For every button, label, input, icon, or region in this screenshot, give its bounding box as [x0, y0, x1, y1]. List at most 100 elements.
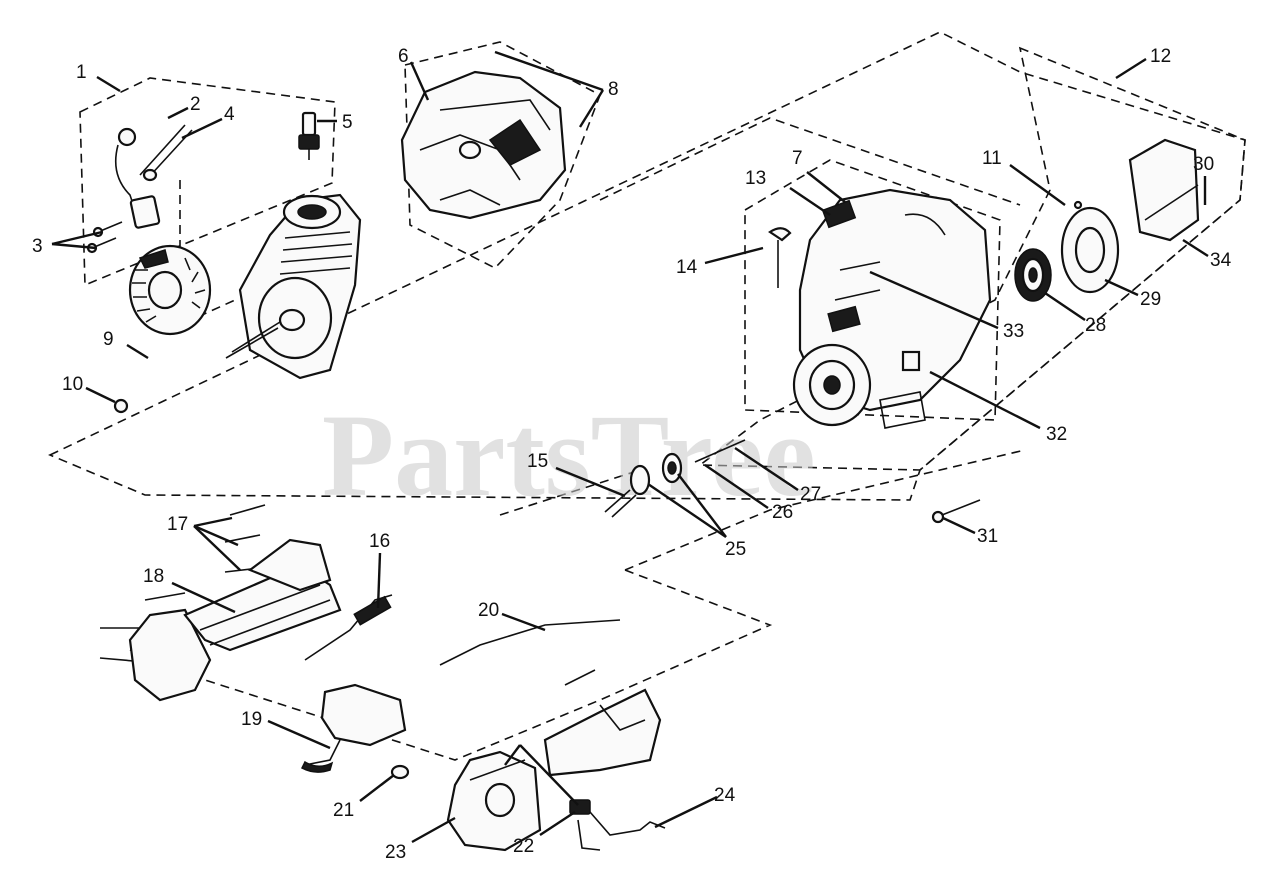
leader-16 [376, 552, 382, 609]
leader-33 [869, 270, 999, 330]
engine-shroud-part [400, 70, 567, 220]
callout-16: 16 [369, 531, 390, 552]
callout-32: 32 [1046, 424, 1067, 445]
callout-labels: 1 2 3 4 5 6 7 8 9 10 11 12 13 14 15 16 1… [32, 46, 1232, 863]
trigger-housing-part [301, 683, 407, 773]
callout-25: 25 [725, 539, 746, 560]
leader-13 [789, 187, 831, 216]
shroud-group-outline [404, 41, 601, 269]
callout-30: 30 [1193, 154, 1214, 175]
callout-9: 9 [103, 329, 114, 350]
leader-3b [51, 242, 97, 250]
leader-25b [677, 473, 727, 538]
drive-group-outline [624, 449, 1026, 571]
callout-8: 8 [608, 79, 619, 100]
leader-14 [704, 246, 764, 265]
leader-18 [171, 581, 236, 614]
ignition-group-outline [79, 77, 336, 287]
tube-link-outline [499, 469, 641, 516]
leader-25a [647, 483, 727, 538]
leader-4 [181, 117, 223, 140]
leader-15 [555, 466, 626, 498]
callout-26: 26 [772, 502, 793, 523]
leader-8b [578, 89, 605, 128]
recoil-spring-part [1014, 248, 1052, 302]
callout-27: 27 [800, 484, 821, 505]
leader-29 [1104, 278, 1139, 297]
callout-11: 11 [982, 148, 1002, 169]
callout-3: 3 [32, 236, 43, 257]
leader-22b [519, 744, 579, 806]
leader-3a [51, 230, 103, 246]
leader-9 [126, 343, 149, 360]
clutch-parts [604, 439, 746, 518]
leader-27 [734, 447, 799, 491]
callout-6: 6 [398, 46, 409, 67]
callout-17: 17 [167, 514, 188, 535]
leader-28 [1044, 292, 1086, 321]
frame-part [128, 538, 342, 702]
engine-cylinder-part [225, 193, 362, 380]
callout-19: 19 [241, 709, 262, 730]
callout-29: 29 [1140, 289, 1161, 310]
callout-28: 28 [1085, 315, 1106, 336]
callout-4: 4 [224, 104, 235, 125]
parts [86, 70, 1200, 852]
callout-13: 13 [745, 168, 766, 189]
throttle-cable-part [304, 594, 621, 686]
callout-15: 15 [527, 451, 548, 472]
ignition-coil-part [114, 124, 193, 229]
callout-23: 23 [385, 842, 406, 863]
decal-part [768, 227, 792, 288]
flywheel-part [113, 244, 212, 414]
callout-10: 10 [62, 374, 83, 395]
leader-11 [1009, 164, 1066, 206]
leader-31 [942, 516, 976, 535]
leader-22a [539, 810, 576, 837]
leader-34 [1182, 238, 1209, 258]
callout-24: 24 [714, 785, 736, 806]
leader-10 [85, 386, 116, 404]
starter-housing-part [792, 188, 992, 429]
callout-20: 20 [478, 600, 499, 621]
leader-19 [267, 719, 331, 750]
housing-link-outline [599, 117, 1021, 206]
leader-17c [193, 525, 241, 571]
leader-2 [167, 106, 189, 120]
callout-31: 31 [977, 526, 998, 547]
callout-12: 12 [1150, 46, 1171, 67]
recoil-group-outline [697, 46, 1246, 471]
pulley-part [1060, 200, 1120, 294]
watermark: PartsTree [322, 390, 816, 521]
engine-subgroup-outline [179, 180, 236, 327]
leader-20 [501, 612, 546, 632]
washer-part [390, 764, 410, 780]
switch-wire-part [569, 799, 666, 851]
callout-34: 34 [1210, 250, 1232, 271]
callout-5: 5 [342, 112, 353, 133]
leader-17a [193, 516, 233, 528]
leader-24 [654, 795, 718, 829]
leader-6 [409, 61, 430, 101]
leader-7 [806, 171, 846, 203]
leader-lines [51, 50, 1209, 844]
leader-22c [504, 744, 521, 766]
leader-17b [193, 524, 239, 547]
callout-14: 14 [676, 257, 698, 278]
callout-22: 22 [513, 836, 534, 857]
recoil-cover-part [1128, 138, 1200, 242]
leader-26 [704, 464, 769, 509]
gear-housing-part [446, 688, 662, 852]
leader-21 [359, 774, 395, 802]
leader-1 [96, 75, 121, 93]
leader-12 [1115, 57, 1147, 80]
callout-7: 7 [792, 148, 803, 169]
callout-18: 18 [143, 566, 164, 587]
spark-plug-part [298, 111, 320, 160]
callout-21: 21 [333, 800, 354, 821]
bolt-part [931, 499, 981, 524]
callout-2: 2 [190, 94, 201, 115]
callout-1: 1 [76, 62, 87, 83]
leader-23 [411, 816, 456, 844]
